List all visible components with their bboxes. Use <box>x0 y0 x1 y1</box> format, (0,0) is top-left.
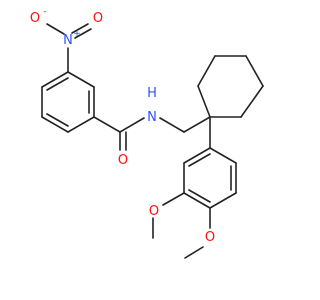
bond <box>74 28 92 39</box>
bond <box>184 246 204 259</box>
atom-oxygen: O <box>30 11 40 26</box>
atom-labels: O - N + O H N O O O <box>30 7 215 245</box>
bond <box>209 147 237 164</box>
bond <box>93 116 121 133</box>
bond <box>71 23 89 34</box>
bond <box>209 192 237 209</box>
bond <box>162 192 185 206</box>
atom-oxygen: O <box>118 153 128 168</box>
atom-hydrogen: H <box>147 86 157 101</box>
bond <box>46 23 65 35</box>
bond <box>240 85 264 118</box>
bond <box>119 117 145 133</box>
atom-nitrogen: N <box>147 110 157 125</box>
atom-oxygen: O <box>93 11 103 26</box>
bond <box>67 71 95 88</box>
bond <box>188 153 211 167</box>
atom-oxygen: O <box>205 230 215 245</box>
bond <box>46 77 69 91</box>
bond <box>183 147 211 164</box>
bond <box>245 55 264 87</box>
bond <box>159 117 185 133</box>
bond <box>46 113 69 127</box>
charge-plus: + <box>73 29 81 39</box>
bond <box>183 116 211 133</box>
bond <box>41 71 69 88</box>
bond <box>197 85 211 118</box>
molecule-drawing: O - N + O H N O O O <box>30 7 264 259</box>
bond <box>188 189 211 203</box>
atom-nitrogen: N <box>63 33 73 48</box>
charge-minus: - <box>43 7 46 17</box>
bond-layer <box>41 23 264 259</box>
bond <box>183 192 211 209</box>
bond <box>197 55 216 87</box>
bond <box>67 116 95 133</box>
structure-canvas: O - N + O H N O O O <box>30 7 264 259</box>
bond <box>41 116 69 133</box>
atom-oxygen: O <box>149 204 159 219</box>
